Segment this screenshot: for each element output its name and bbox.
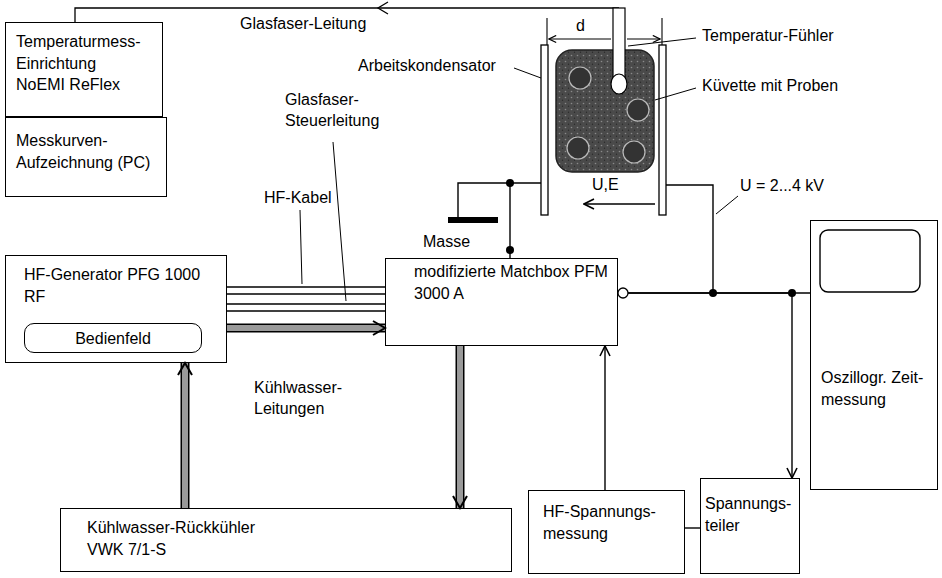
leader-line	[300, 38, 738, 301]
pipe-fill	[182, 363, 188, 508]
pipe-fill	[227, 325, 385, 331]
wire	[628, 293, 792, 478]
connector	[685, 528, 700, 529]
field-arrow	[584, 203, 655, 204]
callout-label: U,E	[590, 175, 621, 196]
wire	[227, 286, 385, 287]
capacitor-plate	[541, 45, 548, 215]
box-text: Kühlwasser-Rückkühler VWK 7/1-S	[87, 517, 287, 560]
wire	[227, 310, 385, 311]
water-pipe	[185, 363, 186, 508]
wire	[604, 346, 605, 490]
recorder-box: Messkurven- Aufzeichnung (PC)	[5, 117, 167, 197]
wire	[227, 293, 385, 294]
callout-label: Glasfaser- Steuerleitung	[283, 90, 405, 132]
pipe-outline	[181, 363, 190, 508]
terminal	[618, 288, 628, 298]
callout-label: d	[574, 16, 587, 37]
box-text: Temperaturmess- Einrichtung NoEMI ReFlex	[16, 31, 144, 96]
callout-label: Temperatur-Fühler	[700, 26, 836, 47]
temperature-probe	[611, 8, 627, 94]
connector	[227, 287, 385, 288]
connector	[227, 294, 385, 295]
junction-dot	[506, 179, 514, 187]
connectors	[185, 287, 810, 528]
callout-label: Küvette mit Proben	[700, 76, 840, 97]
sample	[567, 67, 649, 163]
pipe-outline	[456, 346, 465, 508]
callout-label: HF-Kabel	[262, 188, 334, 209]
box-text: Spannungs- teiler	[705, 493, 797, 536]
connector	[605, 346, 606, 490]
cooler-box: Kühlwasser-Rückkühler VWK 7/1-S	[60, 508, 512, 572]
oscilloscope-box: Oszillogr. Zeit- messung	[810, 220, 938, 490]
callout-label: Arbeitskondensator	[356, 56, 498, 77]
connector	[628, 293, 792, 478]
connector	[227, 304, 385, 305]
voltage-meter-box: HF-Spannungs- messung	[528, 490, 685, 574]
box-text: HF-Spannungs- messung	[543, 501, 678, 544]
junction-dot	[709, 289, 717, 297]
divider-box: Spannungs- teiler	[700, 478, 800, 574]
water-pipe	[460, 346, 461, 508]
water-pipe	[227, 328, 385, 329]
control-panel: Bedienfeld	[24, 323, 202, 353]
junction-dot	[506, 246, 514, 254]
callout-label: U = 2...4 kV	[738, 176, 826, 197]
box-text: Messkurven- Aufzeichnung (PC)	[16, 130, 164, 173]
hv-wire	[666, 185, 713, 293]
wire	[227, 303, 385, 304]
callout-label: Glasfaser-Leitung	[238, 14, 368, 35]
generator-box: HF-Generator PFG 1000 RF Bedienfeld	[5, 255, 227, 363]
box-text: Bedienfeld	[33, 328, 193, 350]
connector	[227, 311, 385, 312]
oscilloscope-screen	[820, 230, 920, 292]
measurement-box: Temperaturmess- Einrichtung NoEMI ReFlex	[5, 22, 163, 117]
pipe-outline	[227, 324, 385, 333]
callout-label: Masse	[421, 232, 472, 253]
box-text: HF-Generator PFG 1000 RF	[24, 264, 204, 307]
callout-label: Kühlwasser- Leitungen	[252, 378, 368, 420]
junction-dot	[788, 289, 796, 297]
box-text: modifizierte Matchbox PFM 3000 A	[414, 261, 614, 304]
capacitor-plate	[659, 45, 666, 215]
cuvette	[556, 50, 654, 172]
pipe-fill	[457, 346, 463, 508]
box-text: Oszillogr. Zeit- messung	[821, 367, 933, 410]
dimension-line	[547, 18, 662, 45]
matchbox-box: modifizierte Matchbox PFM 3000 A	[385, 258, 618, 346]
ground-symbol	[448, 217, 498, 223]
wire	[685, 527, 700, 528]
